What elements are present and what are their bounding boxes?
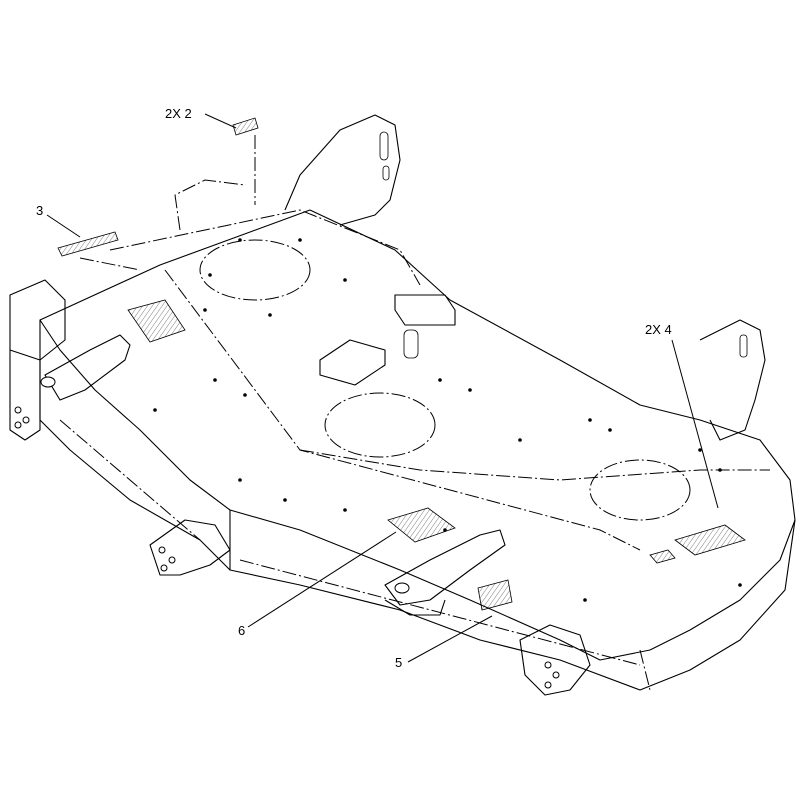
decal-6-parts xyxy=(387,507,456,543)
callout-5: 5 xyxy=(395,655,402,670)
callout-2x-4: 2X 4 xyxy=(645,322,672,337)
decal-2-parts xyxy=(232,117,259,205)
leader-lines xyxy=(46,113,719,663)
decal-5-parts xyxy=(477,579,513,611)
deck-holes xyxy=(153,238,742,602)
decal-4-parts xyxy=(649,524,746,564)
decal-3-parts xyxy=(57,231,141,271)
callout-3: 3 xyxy=(36,203,43,218)
callout-2x-2: 2X 2 xyxy=(165,106,192,121)
callout-6: 6 xyxy=(238,623,245,638)
decal-rear-left xyxy=(127,299,186,343)
mower-deck xyxy=(9,114,796,696)
